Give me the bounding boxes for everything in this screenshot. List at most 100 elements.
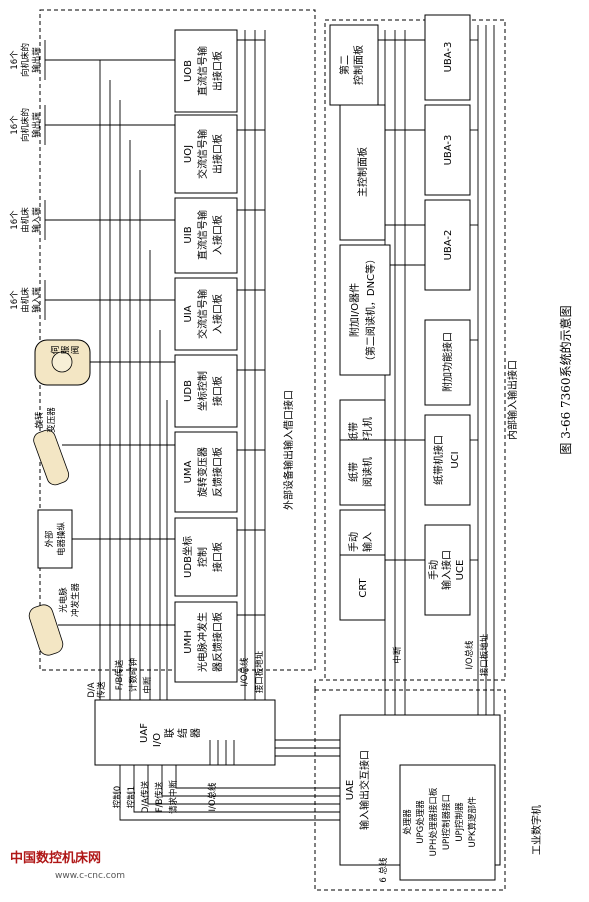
svg-text:UAF: UAF xyxy=(139,723,150,743)
svg-text:16个: 16个 xyxy=(10,290,20,310)
external-bus-label: 外部设备输出输入借口接口 xyxy=(282,390,295,510)
svg-text:附加I/O器件: 附加I/O器件 xyxy=(348,283,361,337)
svg-text:控制0: 控制0 xyxy=(112,786,123,808)
six-bus-label: 6 总线 xyxy=(378,857,389,883)
right-device-links xyxy=(378,39,478,561)
svg-text:UBA-3: UBA-3 xyxy=(443,42,454,73)
svg-text:UMH: UMH xyxy=(183,630,194,653)
main-panel: 主控制面板 xyxy=(339,104,386,241)
svg-text:中国数控机床网: 中国数控机床网 xyxy=(10,850,101,866)
board-uia: UIA 交流信号输 入接口板 xyxy=(174,277,238,351)
resolver: 旋转 变压器 xyxy=(33,407,175,486)
crt: CRT xyxy=(339,554,386,621)
svg-text:器: 器 xyxy=(190,728,202,738)
svg-text:中断: 中断 xyxy=(142,676,153,694)
svg-text:输入输出交互接口: 输入输出交互接口 xyxy=(358,750,371,830)
svg-text:16个: 16个 xyxy=(10,210,20,230)
svg-text:（第二阅读机，DNC等）: （第二阅读机，DNC等） xyxy=(364,254,377,366)
board-udb: UDB 坐标控制 接口板 xyxy=(174,354,238,428)
svg-text:旋转: 旋转 xyxy=(34,411,45,429)
svg-text:伺: 伺 xyxy=(50,346,61,355)
svg-text:输入端: 输入端 xyxy=(31,287,42,313)
svg-text:入接口板: 入接口板 xyxy=(211,294,224,334)
ext-in16-b: 16个 由机床 输入端 xyxy=(10,287,42,313)
svg-text:变压器: 变压器 xyxy=(46,407,57,433)
svg-text:UCI: UCI xyxy=(450,451,461,468)
svg-text:UBA-2: UBA-2 xyxy=(443,230,454,261)
ext-out16-a: 16个 向机床的 输出端 xyxy=(10,43,42,77)
svg-text:联: 联 xyxy=(164,728,176,738)
svg-text:接口板: 接口板 xyxy=(211,376,224,406)
board-uba2: UBA-2 xyxy=(424,199,471,291)
board-umh: UMH 光电脉冲发生 器反馈接口板 xyxy=(174,601,238,683)
svg-text:UOJ: UOJ xyxy=(183,145,194,163)
svg-text:主控制面板: 主控制面板 xyxy=(356,147,369,197)
svg-text:UOB: UOB xyxy=(183,60,194,82)
manual-interface-uce: 手动 输入接口 UCE xyxy=(424,524,471,616)
svg-text:电器操纵: 电器操纵 xyxy=(56,522,67,557)
svg-text:输入端: 输入端 xyxy=(31,207,42,233)
aux-function-interface: 附加功能接口 xyxy=(424,319,471,406)
svg-text:向机床的: 向机床的 xyxy=(20,43,31,77)
svg-text:D/A传送: D/A传送 xyxy=(140,780,151,813)
svg-text:手动: 手动 xyxy=(427,560,440,580)
svg-text:CRT: CRT xyxy=(358,577,369,597)
board-uoj: UOJ 交流信号输 出接口板 xyxy=(174,114,238,194)
svg-text:UPH处理器接口板: UPH处理器接口板 xyxy=(428,787,439,856)
svg-text:I/O总线: I/O总线 xyxy=(207,782,218,812)
svg-text:UDB坐标: UDB坐标 xyxy=(182,536,194,578)
servo-valve: 伺 服 阀 xyxy=(34,339,175,386)
second-panel: 第二 控制面板 xyxy=(329,24,379,106)
svg-text:UIA: UIA xyxy=(183,305,194,322)
svg-text:向机床的: 向机床的 xyxy=(20,108,31,142)
svg-text:UPK算逻部件: UPK算逻部件 xyxy=(467,796,478,847)
svg-text:16个: 16个 xyxy=(10,50,20,70)
site-watermark: 中国数控机床网 www.c-cnc.com xyxy=(10,850,125,881)
svg-text:外部: 外部 xyxy=(44,530,55,548)
board-udb-coord: UDB坐标 控制 接口板 xyxy=(174,517,238,597)
board-uob: UOB 直流信号输 出接口板 xyxy=(174,29,238,113)
svg-text:UBA-3: UBA-3 xyxy=(443,135,454,166)
svg-text:处理器: 处理器 xyxy=(402,809,413,835)
svg-text:交流信号输: 交流信号输 xyxy=(196,129,209,179)
svg-text:输入接口: 输入接口 xyxy=(440,550,453,590)
svg-text:器反馈接口板: 器反馈接口板 xyxy=(211,612,224,672)
svg-text:交流信号输: 交流信号输 xyxy=(196,289,209,339)
svg-text:控制1: 控制1 xyxy=(126,786,137,808)
svg-text:UAE: UAE xyxy=(345,780,356,800)
svg-text:输出端: 输出端 xyxy=(31,47,42,73)
svg-text:控制面板: 控制面板 xyxy=(352,45,365,85)
svg-text:接口板地址: 接口板地址 xyxy=(254,650,265,693)
svg-text:光电脉冲发生: 光电脉冲发生 xyxy=(196,612,209,672)
uaf-block: UAF I/O 联 结 器 xyxy=(94,699,276,766)
svg-text:纸带机接口: 纸带机接口 xyxy=(432,435,445,485)
interrupt-label: 中断 xyxy=(392,646,403,664)
svg-text:I/O总线: I/O总线 xyxy=(239,657,250,687)
svg-text:F/B传送: F/B传送 xyxy=(114,659,125,690)
svg-text:UIB: UIB xyxy=(183,226,194,243)
board-uba3-b: UBA-3 xyxy=(424,104,471,196)
svg-text:手动: 手动 xyxy=(347,532,360,552)
svg-text:16个: 16个 xyxy=(10,115,20,135)
uaf-bottom-signals: 控制0 控制1 D/A传送 F/B传送 请求中断 I/O总线 xyxy=(112,780,218,815)
aux-io-devices: 附加I/O器件 （第二阅读机，DNC等） xyxy=(339,244,391,376)
svg-text:控制: 控制 xyxy=(196,547,209,567)
board-uib: UIB 直流信号输 入接口板 xyxy=(174,197,238,274)
internal-bus-label: 内部输入输出接口 xyxy=(506,360,519,440)
uaf-to-uae-wires xyxy=(119,739,340,821)
svg-text:请求中断: 请求中断 xyxy=(168,780,179,815)
svg-text:入接口板: 入接口板 xyxy=(211,215,224,255)
processor-block: 处理器 UPG处理器 UPH处理器接口板 UPI控制器接口 UPJ控制器 UPK… xyxy=(399,764,496,881)
svg-text:UDB: UDB xyxy=(183,380,194,402)
industrial-computer-outline xyxy=(314,689,506,891)
pulse-generator: 光电脉 冲发生器 xyxy=(28,583,175,656)
svg-text:附加功能接口: 附加功能接口 xyxy=(441,332,454,392)
svg-text:阅读机: 阅读机 xyxy=(361,457,374,487)
io-bus-label: I/O总线 xyxy=(464,640,475,670)
svg-text:由机床: 由机床 xyxy=(20,287,31,313)
svg-text:直流信号输: 直流信号输 xyxy=(196,210,209,260)
svg-text:冲发生器: 冲发生器 xyxy=(70,583,81,618)
svg-text:输入: 输入 xyxy=(361,532,374,552)
svg-text:计数时钟: 计数时钟 xyxy=(128,658,139,692)
svg-text:D/A: D/A xyxy=(87,682,97,697)
